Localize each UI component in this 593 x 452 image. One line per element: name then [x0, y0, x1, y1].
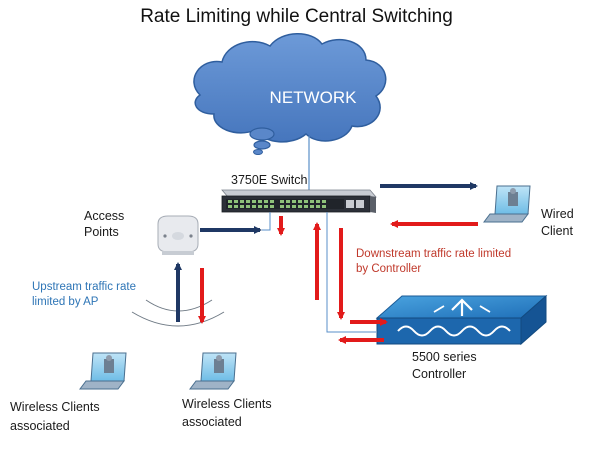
controller-5500 [375, 294, 548, 346]
controller-label-line1: 5500 series [412, 350, 477, 364]
access-points-label-line2: Points [84, 225, 119, 239]
wireless-clients-label-2-line1: Wireless Clients [182, 397, 272, 411]
controller-label-line2: Controller [412, 367, 467, 381]
wireless-clients-label-1-line2: associated [10, 419, 70, 433]
access-point-device [157, 215, 199, 255]
network-label: NETWORK [270, 88, 358, 107]
switch-label: 3750E Switch [231, 173, 308, 187]
upstream-arrows [174, 182, 478, 322]
wired-client-label-line1: Wired [541, 207, 574, 221]
upstream-annotation-line2: limited by AP [32, 296, 99, 308]
upstream-annotation-line1: Upstream traffic rate [32, 281, 136, 293]
access-points-label-line1: Access [84, 209, 125, 223]
wireless-client-laptop-2 [189, 352, 237, 390]
switch-3750e [221, 189, 377, 213]
link-lines [262, 212, 376, 333]
wireless-client-laptop-1 [79, 352, 127, 390]
downstream-annotation-line1: Downstream traffic rate limited [356, 248, 512, 260]
wireless-clients-label-2-line2: associated [182, 415, 242, 429]
wired-client-label-line2: Client [541, 224, 573, 238]
downstream-annotation-line2: by Controller [356, 263, 422, 275]
network-cloud [193, 33, 387, 155]
wired-client-laptop [483, 185, 531, 223]
diagram-title: Rate Limiting while Central Switching [140, 6, 453, 27]
wireless-clients-label-1-line1: Wireless Clients [10, 400, 100, 414]
downstream-arrows [198, 216, 478, 344]
